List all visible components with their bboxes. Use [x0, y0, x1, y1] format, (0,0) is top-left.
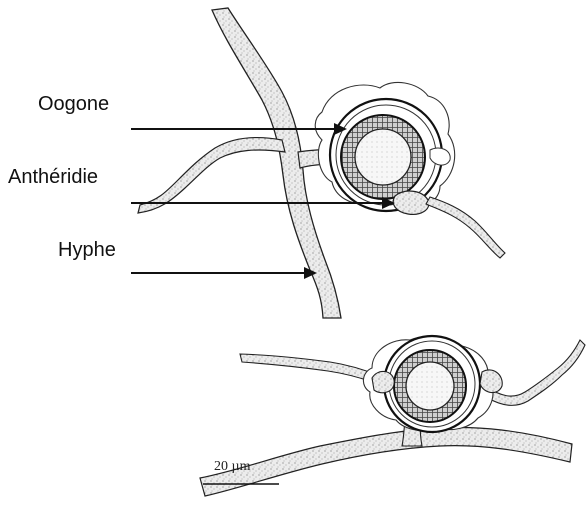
antheridium [393, 191, 429, 214]
lower-specimen [200, 336, 585, 496]
label-antheridie: Anthéridie [8, 166, 98, 189]
arrow-hyphe [131, 267, 317, 279]
scale-bar-label: 20 µm [214, 459, 250, 475]
upper-specimen [138, 8, 505, 318]
left-branch-hypha [138, 138, 285, 213]
antheridial-hypha [426, 197, 505, 258]
lower-main-hypha [200, 428, 572, 496]
ooplasm [355, 129, 411, 185]
label-hyphe: Hyphe [58, 239, 116, 262]
arrow-oogone [131, 123, 347, 135]
label-oogone: Oogone [38, 93, 109, 116]
